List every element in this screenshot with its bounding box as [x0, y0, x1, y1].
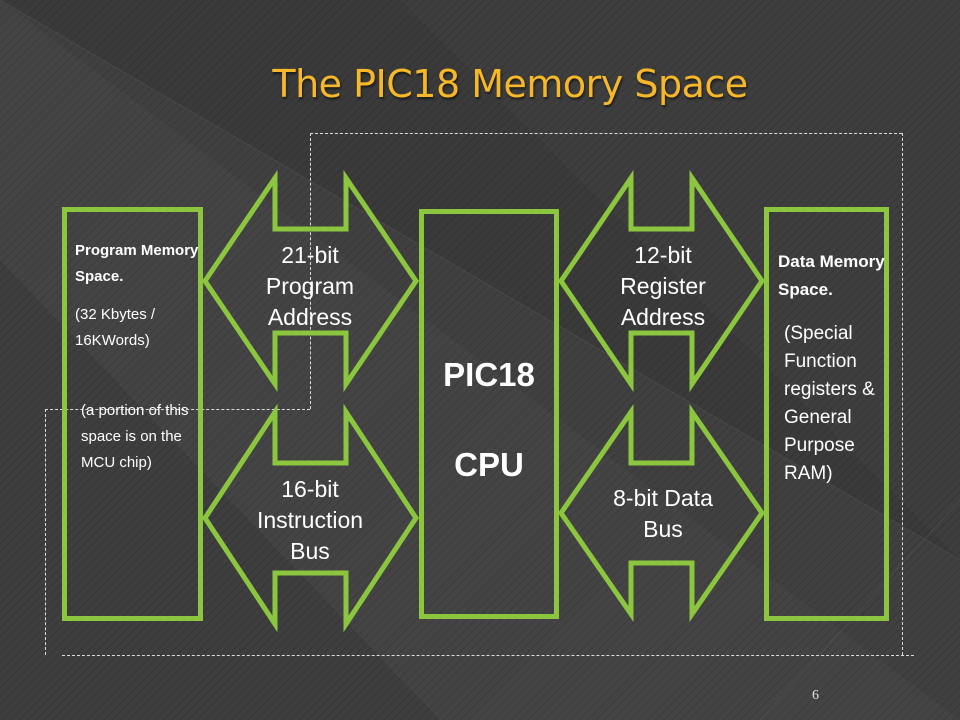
data-bus-label: 8-bit Data Bus	[588, 483, 738, 545]
data-memory-note: (Special Function registers & General Pu…	[784, 323, 875, 484]
program-address-label: 21-bit Program Address	[235, 240, 385, 333]
cpu-label-line1: PIC18	[443, 356, 535, 393]
instruction-bus-label-line2: Instruction	[256, 507, 364, 533]
chip-boundary-right	[902, 133, 903, 655]
data-bus-arrow	[557, 404, 766, 622]
register-address-label-line3: Address	[620, 304, 706, 330]
program-memory-size: (32 Kbytes / 16KWords)	[75, 306, 156, 349]
cpu-label-line2: CPU	[454, 446, 524, 483]
instruction-bus-label-line1: 16-bit	[281, 476, 339, 502]
register-address-label: 12-bit Register Address	[588, 240, 738, 333]
register-address-label-line1: 12-bit	[634, 242, 692, 268]
instruction-bus-label: 16-bit Instruction Bus	[235, 474, 385, 567]
data-bus-label-line1: 8-bit Data	[613, 485, 713, 511]
slide-number: 6	[812, 688, 819, 703]
data-memory-heading: Data Memory Space.	[778, 252, 885, 299]
data-memory-box	[764, 207, 889, 621]
page-title: The PIC18 Memory Space	[272, 62, 748, 106]
program-address-arrow	[201, 169, 420, 393]
program-memory-note: (a portion of this space is on the MCU c…	[81, 402, 189, 471]
program-memory-heading: Program Memory Space.	[75, 242, 199, 285]
chip-boundary-bottom	[62, 655, 914, 656]
chip-boundary-left-upper	[310, 133, 311, 409]
program-address-label-line2: Program	[265, 273, 355, 299]
program-memory-text: Program Memory Space. (32 Kbytes / 16KWo…	[75, 238, 203, 476]
register-address-label-line2: Register	[620, 273, 706, 299]
cpu-box	[419, 209, 559, 619]
instruction-bus-label-line3: Bus	[290, 538, 330, 564]
data-memory-text: Data Memory Space. (Special Function reg…	[778, 248, 886, 488]
instruction-bus-arrow	[202, 403, 419, 633]
chip-boundary-left-lower	[45, 409, 46, 655]
program-address-label-line3: Address	[267, 304, 353, 330]
program-address-label-line1: 21-bit	[281, 242, 339, 268]
program-memory-box	[62, 207, 203, 621]
data-bus-label-line2: Bus	[643, 516, 683, 542]
register-address-arrow	[557, 169, 766, 393]
chip-boundary-top	[310, 133, 902, 134]
chip-boundary-mid	[45, 409, 310, 410]
